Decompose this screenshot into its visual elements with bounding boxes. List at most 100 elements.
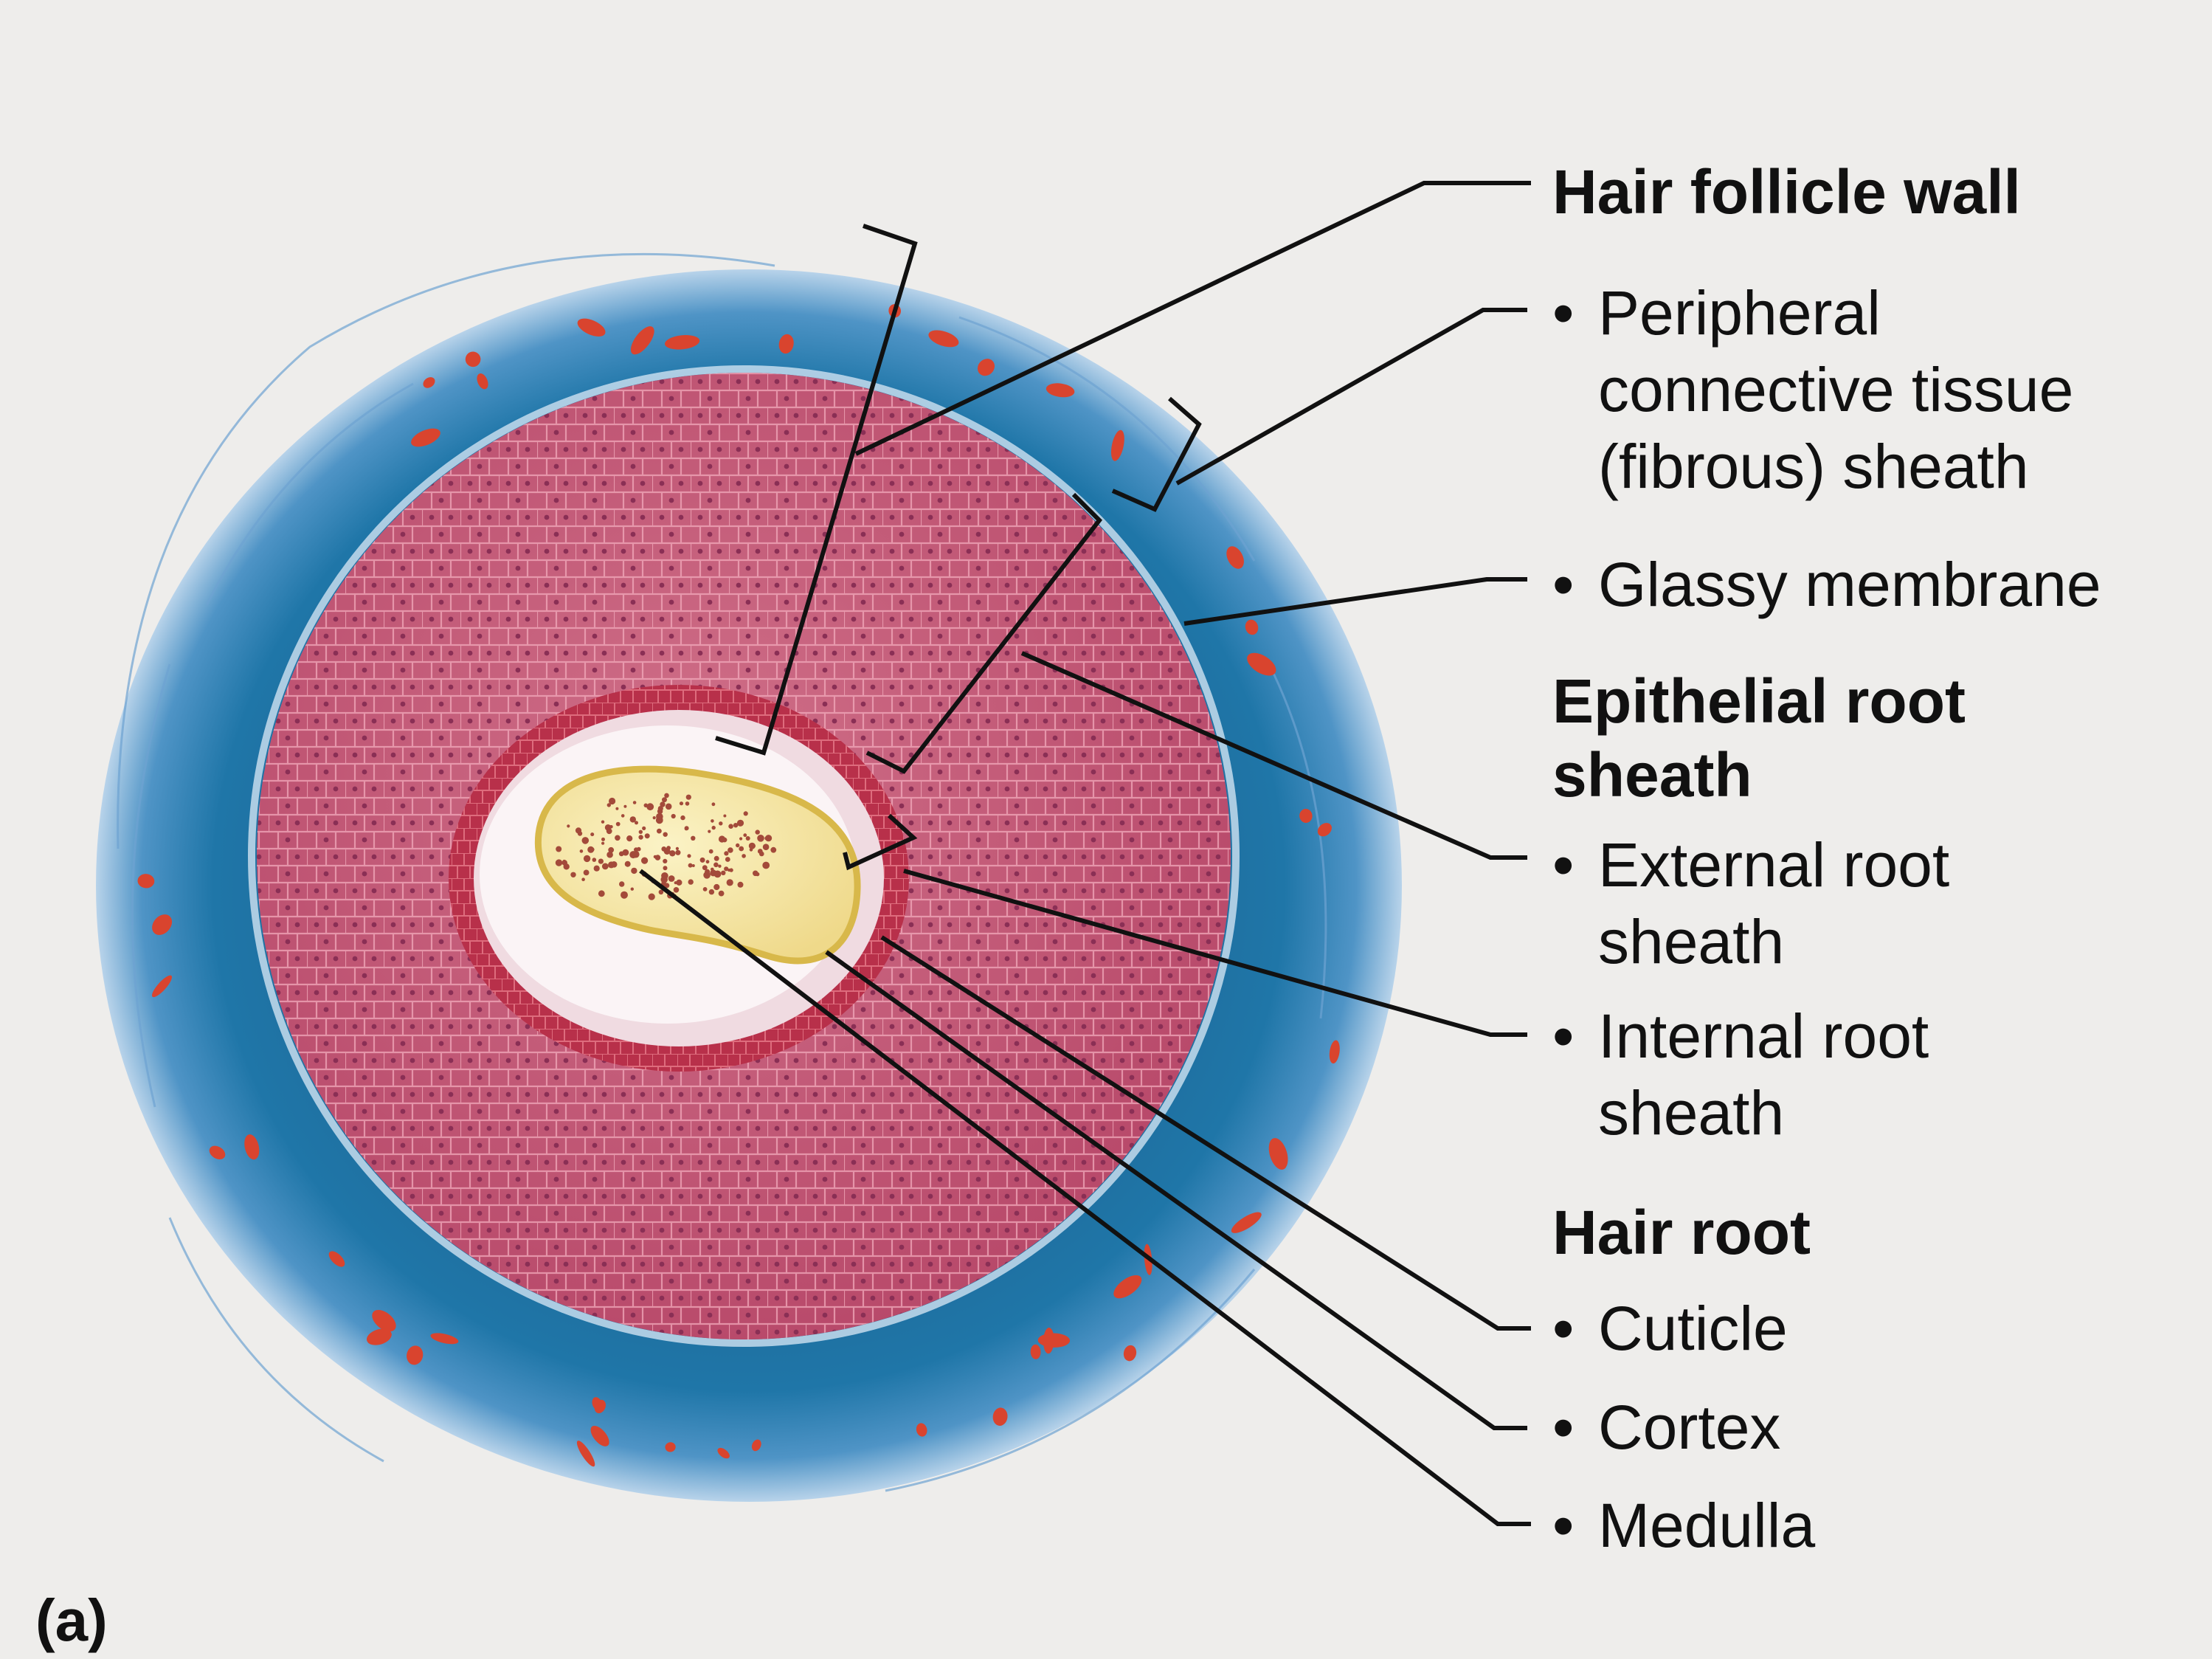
medulla-pigment-dot xyxy=(583,855,591,863)
medulla-pigment-dot xyxy=(621,891,628,899)
peripheral-line-1: Peripheral xyxy=(1598,278,1881,348)
medulla-pigment-dot xyxy=(587,846,593,852)
medulla-pigment-dot xyxy=(615,807,619,810)
medulla-pigment-dot xyxy=(742,854,746,858)
medulla-pigment-dot xyxy=(679,801,684,806)
bracket-hair-follicle-wall xyxy=(715,224,918,756)
medulla-pigment-dot xyxy=(718,890,725,897)
external-line-1: External root xyxy=(1598,830,1950,900)
label-cuticle: Cuticle xyxy=(1552,1290,1788,1367)
medulla-pigment-dot xyxy=(743,833,747,838)
medulla-pigment-dot xyxy=(764,836,769,841)
medulla-pigment-dot xyxy=(663,832,668,837)
peripheral-line-2: connective tissue xyxy=(1598,355,2074,424)
medulla-pigment-dot xyxy=(638,835,643,840)
medulla-pigment-dot xyxy=(642,826,646,830)
medulla-pigment-dot xyxy=(626,835,633,842)
medulla-pigment-dot xyxy=(724,866,729,872)
medulla xyxy=(555,793,777,900)
medulla-pigment-dot xyxy=(638,830,643,835)
medulla-pigment-dot xyxy=(623,804,627,808)
medulla-pigment-dot xyxy=(736,819,744,827)
blood-vessel xyxy=(1123,1345,1137,1362)
medulla-pigment-dot xyxy=(666,846,671,850)
medulla-pigment-dot xyxy=(711,825,716,830)
medulla-pigment-dot xyxy=(653,855,657,859)
medulla-pigment-dot xyxy=(752,844,756,848)
epithelial-line-1: Epithelial root xyxy=(1552,666,1966,736)
medulla-pigment-dot xyxy=(663,858,668,863)
medulla-pigment-dot xyxy=(711,867,714,872)
blood-vessel xyxy=(430,1333,459,1345)
peripheral-line-3: (fibrous) sheath xyxy=(1598,432,2029,501)
medulla-pigment-dot xyxy=(708,830,711,833)
label-hair-follicle-wall: Hair follicle wall xyxy=(1552,157,2021,227)
leader-internal-root-sheath xyxy=(903,869,1527,1037)
external-line-2: sheath xyxy=(1598,907,1785,976)
medulla-pigment-dot xyxy=(669,876,675,882)
hair-root-cortex xyxy=(534,765,861,965)
medulla-pigment-dot xyxy=(727,847,733,853)
label-cortex: Cortex xyxy=(1552,1389,1780,1466)
medulla-pigment-dot xyxy=(702,865,708,871)
panel-label: (a) xyxy=(35,1587,108,1653)
medulla-pigment-dot xyxy=(581,837,590,844)
medulla-pigment-dot xyxy=(657,828,662,834)
label-hair-root: Hair root xyxy=(1552,1198,1811,1267)
medulla-pigment-dot xyxy=(665,803,672,810)
blood-vessel xyxy=(1110,430,1124,461)
medulla-pigment-dot xyxy=(609,797,616,805)
medulla-pigment-dot xyxy=(592,858,597,862)
medulla-pigment-dot xyxy=(575,827,582,834)
medulla-pigment-dot xyxy=(658,889,664,895)
blood-vessel xyxy=(1037,1333,1071,1348)
medulla-pigment-dot xyxy=(745,836,750,841)
blood-vessel xyxy=(1268,1138,1288,1170)
medulla-pigment-dot xyxy=(673,887,680,893)
medulla-pigment-dot xyxy=(621,814,625,818)
blood-vessel xyxy=(594,1399,606,1413)
blood-vessel xyxy=(717,1447,730,1459)
medulla-pigment-dot xyxy=(724,851,729,856)
blood-vessel xyxy=(366,1328,392,1345)
medulla-pigment-dot xyxy=(737,881,744,888)
medulla-pigment-dot xyxy=(644,833,650,839)
medulla-pigment-dot xyxy=(624,860,631,867)
medulla-pigment-dot xyxy=(708,849,713,854)
blood-vessel xyxy=(151,975,173,998)
medulla-pigment-dot xyxy=(661,846,667,852)
label-peripheral-sheath: Peripheral connective tissue (fibrous) s… xyxy=(1552,275,2073,505)
medulla-pigment-dot xyxy=(726,879,733,886)
bracket-epithelial-root-sheath xyxy=(865,492,1102,774)
blood-vessel xyxy=(778,334,794,354)
medulla-pigment-dot xyxy=(688,879,694,885)
medulla-pigment-dot xyxy=(648,893,655,900)
blood-vessel xyxy=(916,1423,927,1437)
leader-external-root-sheath xyxy=(1020,651,1527,860)
medulla-pigment-dot xyxy=(570,872,576,878)
blood-vessel xyxy=(992,1407,1008,1426)
medulla-pigment-dot xyxy=(579,849,584,853)
medulla-pigment-dot xyxy=(685,794,691,800)
medulla-pigment-dot xyxy=(708,889,715,895)
blood-vessel xyxy=(1030,1344,1041,1359)
medulla-pigment-dot xyxy=(671,813,676,819)
medulla-pigment-dot xyxy=(590,832,595,837)
medulla-pigment-dot xyxy=(757,835,764,842)
medulla-pigment-dot xyxy=(622,849,629,856)
medulla-pigment-dot xyxy=(725,857,730,862)
blood-vessel xyxy=(577,318,606,337)
medulla-pigment-dot xyxy=(618,851,624,857)
medulla-pigment-dot xyxy=(632,801,637,804)
bracket-external-root-sheath xyxy=(843,813,918,871)
medulla-pigment-dot xyxy=(675,846,680,850)
leader-cortex xyxy=(825,950,1527,1430)
leader-peripheral-sheath xyxy=(1175,308,1527,486)
medulla-pigment-dot xyxy=(593,865,600,872)
medulla-pigment-dot xyxy=(749,848,753,852)
medulla-pigment-dot xyxy=(630,887,634,891)
blood-vessel xyxy=(244,1134,260,1160)
blood-vessel xyxy=(665,1442,676,1452)
medulla-pigment-dot xyxy=(719,821,723,826)
